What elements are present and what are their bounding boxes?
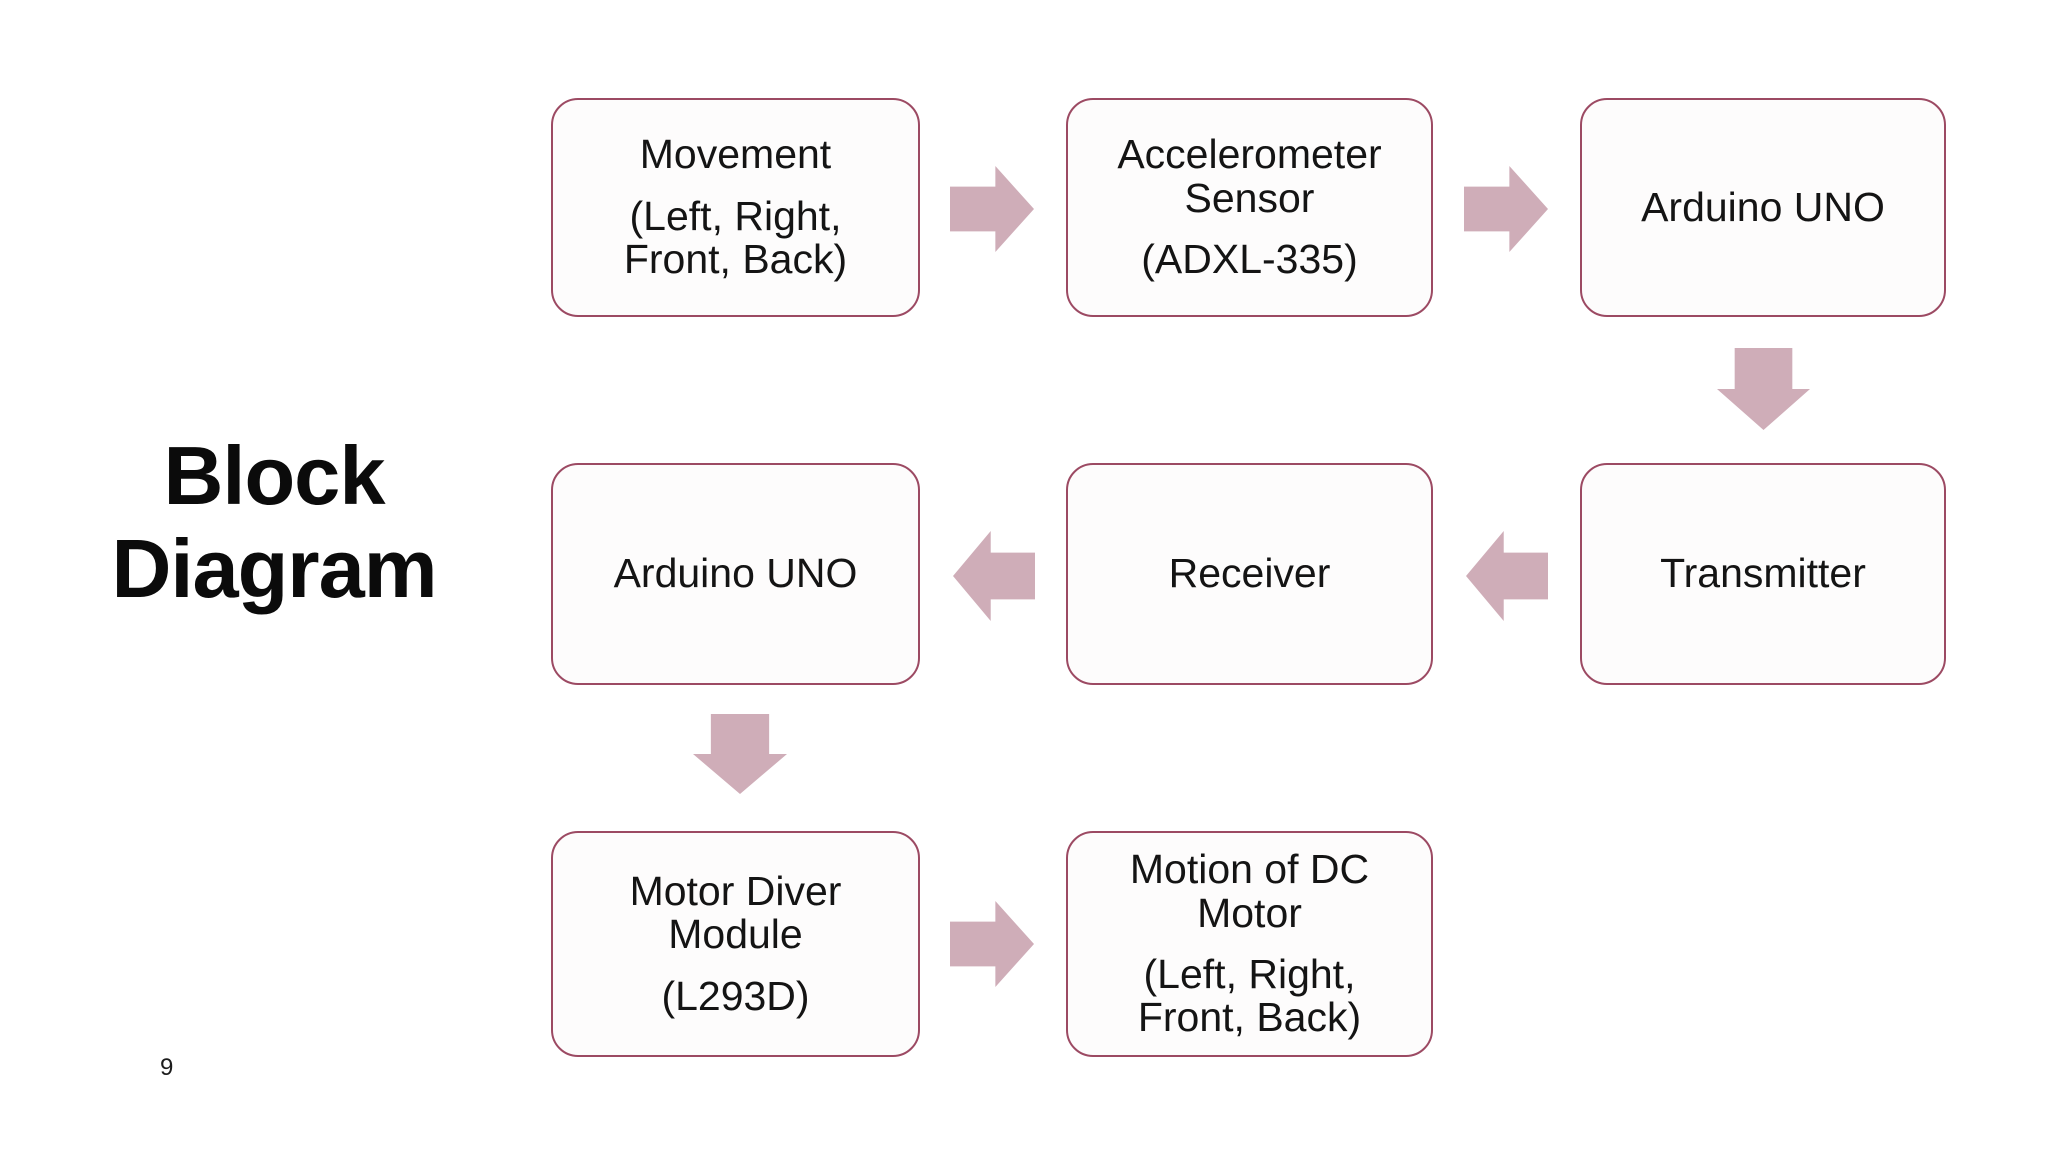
- node-sublabel: (L293D): [661, 972, 810, 1019]
- node-accelerometer-sensor: Accelerometer Sensor (ADXL-335): [1066, 98, 1433, 317]
- arrow-right-icon: [1464, 166, 1548, 252]
- arrow-left-icon: [1466, 531, 1548, 621]
- node-arduino-uno-mid: Arduino UNO: [551, 463, 920, 685]
- node-movement: Movement (Left, Right, Front, Back): [551, 98, 920, 317]
- page-title-line-1: Block: [163, 429, 385, 522]
- arrow-down-icon: [1717, 348, 1810, 430]
- node-sublabel: (Left, Right, Front, Back): [623, 192, 848, 283]
- arrow-down-icon: [693, 714, 787, 794]
- page-title-line-2: Diagram: [111, 521, 437, 615]
- node-label: Movement: [639, 131, 832, 178]
- node-label: Motor Diver Module: [629, 867, 842, 958]
- node-sublabel: (Left, Right, Front, Back): [1137, 951, 1362, 1041]
- node-arduino-uno-top: Arduino UNO: [1580, 98, 1946, 317]
- arrow-right-icon: [950, 166, 1034, 252]
- node-label: Receiver: [1168, 550, 1331, 597]
- node-label: Arduino UNO: [1641, 183, 1885, 230]
- node-transmitter: Transmitter: [1580, 463, 1946, 685]
- page-title: Block Diagram: [48, 429, 500, 616]
- node-motion-of-dc-motor: Motion of DC Motor (Left, Right, Front, …: [1066, 831, 1433, 1057]
- page-number: 9: [160, 1054, 174, 1081]
- node-motor-driver-module: Motor Diver Module (L293D): [551, 831, 920, 1057]
- node-sublabel: (ADXL-335): [1141, 236, 1358, 283]
- node-label: Motion of DC Motor: [1129, 846, 1370, 936]
- arrow-right-icon: [950, 901, 1034, 987]
- node-label: Arduino UNO: [613, 550, 858, 597]
- node-label: Accelerometer Sensor: [1117, 131, 1382, 221]
- node-label: Transmitter: [1660, 550, 1866, 597]
- arrow-left-icon: [953, 531, 1035, 621]
- node-receiver: Receiver: [1066, 463, 1433, 685]
